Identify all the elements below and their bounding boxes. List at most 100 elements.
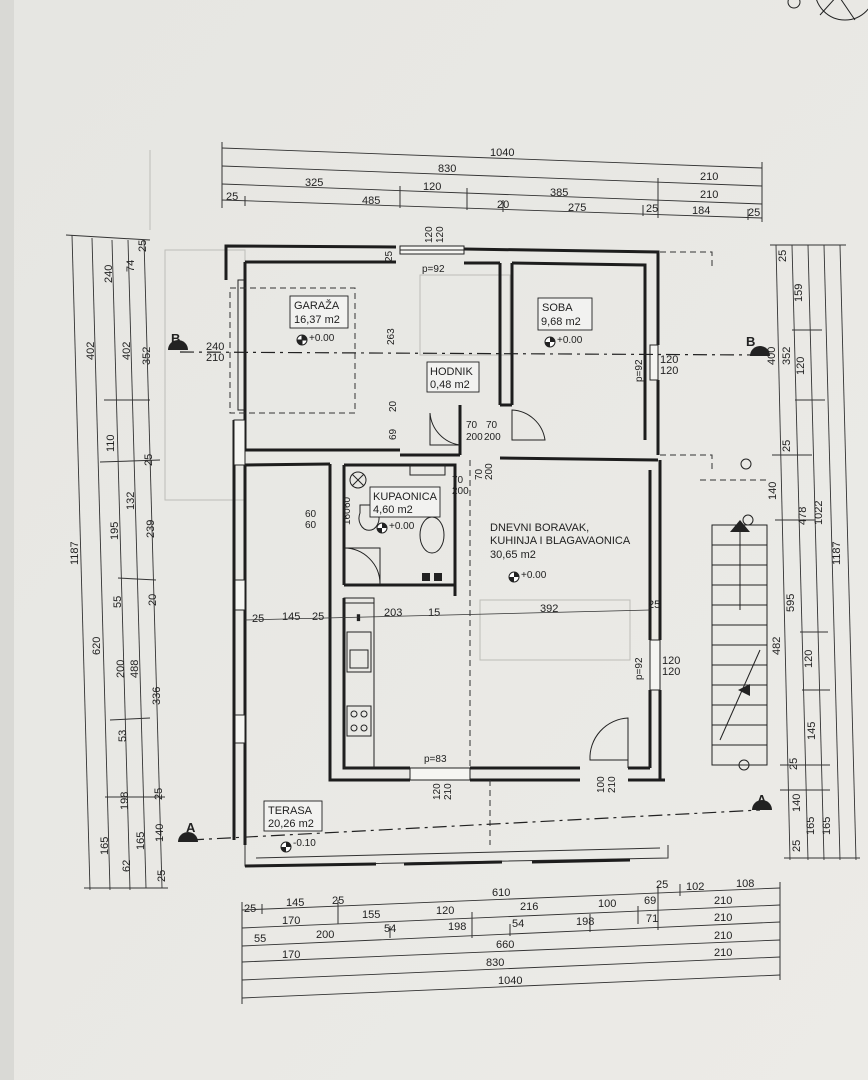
dim-text: 25 <box>781 440 793 452</box>
svg-text:200: 200 <box>466 432 483 443</box>
svg-text:60: 60 <box>342 496 353 508</box>
dim-text: 25 <box>332 895 344 907</box>
dim-text: 1040 <box>490 147 514 159</box>
dim-text: 830 <box>486 957 504 969</box>
svg-text:392: 392 <box>540 603 558 615</box>
dim-text: 140 <box>767 482 779 500</box>
vent-icon <box>434 573 442 581</box>
svg-text:25: 25 <box>252 613 264 625</box>
dim-text: 1187 <box>69 541 81 565</box>
dim-text: 54 <box>512 918 524 930</box>
dim-text: 53 <box>117 730 129 742</box>
stair-arrow-icon <box>730 520 750 532</box>
svg-text:210: 210 <box>607 776 618 793</box>
dim-text: 830 <box>438 163 456 175</box>
section-lines: B B A A <box>168 331 772 842</box>
door-soba-icon <box>511 409 546 441</box>
svg-text:240: 240 <box>206 341 224 353</box>
shower-drain-icon <box>349 471 367 489</box>
room-name: KUPAONICA <box>373 491 438 503</box>
dim-text: 402 <box>85 342 97 360</box>
dim-text: 595 <box>785 594 797 612</box>
room-area: 20,26 m2 <box>268 818 314 830</box>
top-dimensions: 1040 830 210 325 120 385 210 25 485 20 2… <box>221 142 763 222</box>
dim-text: 25 <box>646 203 658 215</box>
dim-text: 20 <box>147 594 159 606</box>
dim-text: 108 <box>736 878 754 890</box>
room-living: DNEVNI BORAVAK, KUHINJA I BLAGAVAONICA 3… <box>490 522 631 583</box>
dim-text: 165 <box>805 817 817 835</box>
dim-text: 120 <box>803 650 815 668</box>
dim-text: 184 <box>692 205 710 217</box>
dim-text: 200 <box>115 660 127 678</box>
svg-text:200: 200 <box>484 463 495 480</box>
svg-text:200: 200 <box>452 486 469 497</box>
dim-text: 198 <box>576 916 594 928</box>
stairs <box>711 458 768 771</box>
dim-text: 25 <box>143 454 155 466</box>
dim-text: 1187 <box>831 541 843 565</box>
dim-text: 170 <box>282 949 300 961</box>
svg-text:60: 60 <box>305 509 317 520</box>
svg-text:60: 60 <box>305 520 317 531</box>
dim-text: 482 <box>771 637 783 655</box>
dim-text: 210 <box>714 912 732 924</box>
section-b-left: B <box>171 331 180 346</box>
dim-text: 325 <box>305 177 323 189</box>
dim-text: 200 <box>316 929 334 941</box>
svg-text:210: 210 <box>206 352 224 364</box>
dim-text: 25 <box>244 903 256 915</box>
dim-text: 198 <box>448 921 466 933</box>
section-a-left: A <box>186 820 196 835</box>
stair-arrow-icon <box>738 684 750 696</box>
svg-text:120: 120 <box>662 655 680 667</box>
dim-text: 216 <box>520 901 538 913</box>
section-marker-icon <box>752 800 772 810</box>
dim-text: 352 <box>781 347 793 365</box>
dim-text: 25 <box>788 758 800 770</box>
dim-text: 1040 <box>498 975 522 987</box>
dim-text: 25 <box>137 240 149 252</box>
dim-text: 275 <box>568 202 586 214</box>
bottom-dimensions: 25 145 25 610 25 102 108 170 155 120 216… <box>241 878 781 1004</box>
stove-icon <box>346 705 372 737</box>
svg-text:p=92: p=92 <box>422 264 445 275</box>
dim-text: 25 <box>226 191 238 203</box>
dim-text: 155 <box>362 909 380 921</box>
kitchen-sink-icon <box>346 631 372 673</box>
window-garage-icon <box>237 279 245 411</box>
level-label: -0.10 <box>293 838 316 849</box>
section-b-right: B <box>746 334 755 349</box>
dim-text: 62 <box>121 860 133 872</box>
svg-text:70: 70 <box>486 420 498 431</box>
window-soba-icon <box>649 344 659 381</box>
dim-text: 198 <box>119 792 131 810</box>
dim-text: 210 <box>714 947 732 959</box>
dim-text: 120 <box>436 905 454 917</box>
dim-text: 195 <box>109 522 121 540</box>
svg-text:25: 25 <box>312 611 324 623</box>
room-area: 16,37 m2 <box>294 314 340 326</box>
windows <box>233 245 661 781</box>
dim-text: 1022 <box>813 501 825 525</box>
dim-text: 145 <box>286 897 304 909</box>
dim-text: 385 <box>550 187 568 199</box>
section-marker-icon <box>168 340 188 350</box>
north-arrow-icon <box>787 0 868 21</box>
dim-text: 485 <box>362 195 380 207</box>
paper-edge <box>0 0 14 1080</box>
dim-text: 145 <box>806 722 818 740</box>
svg-text:120: 120 <box>435 226 446 243</box>
right-dimensions: 25 400 25 140 482 25 140 25 352 478 595 … <box>766 244 860 861</box>
dim-text: 102 <box>686 881 704 893</box>
section-a-right: A <box>757 792 767 807</box>
room-name: GARAŽA <box>294 299 340 312</box>
svg-text:15: 15 <box>428 607 440 619</box>
svg-text:25: 25 <box>384 250 395 262</box>
svg-text:70: 70 <box>466 420 478 431</box>
window-left-icon <box>234 579 246 611</box>
svg-text:120: 120 <box>432 783 443 800</box>
dim-text: 25 <box>156 870 168 882</box>
room-name: TERASA <box>268 805 313 817</box>
